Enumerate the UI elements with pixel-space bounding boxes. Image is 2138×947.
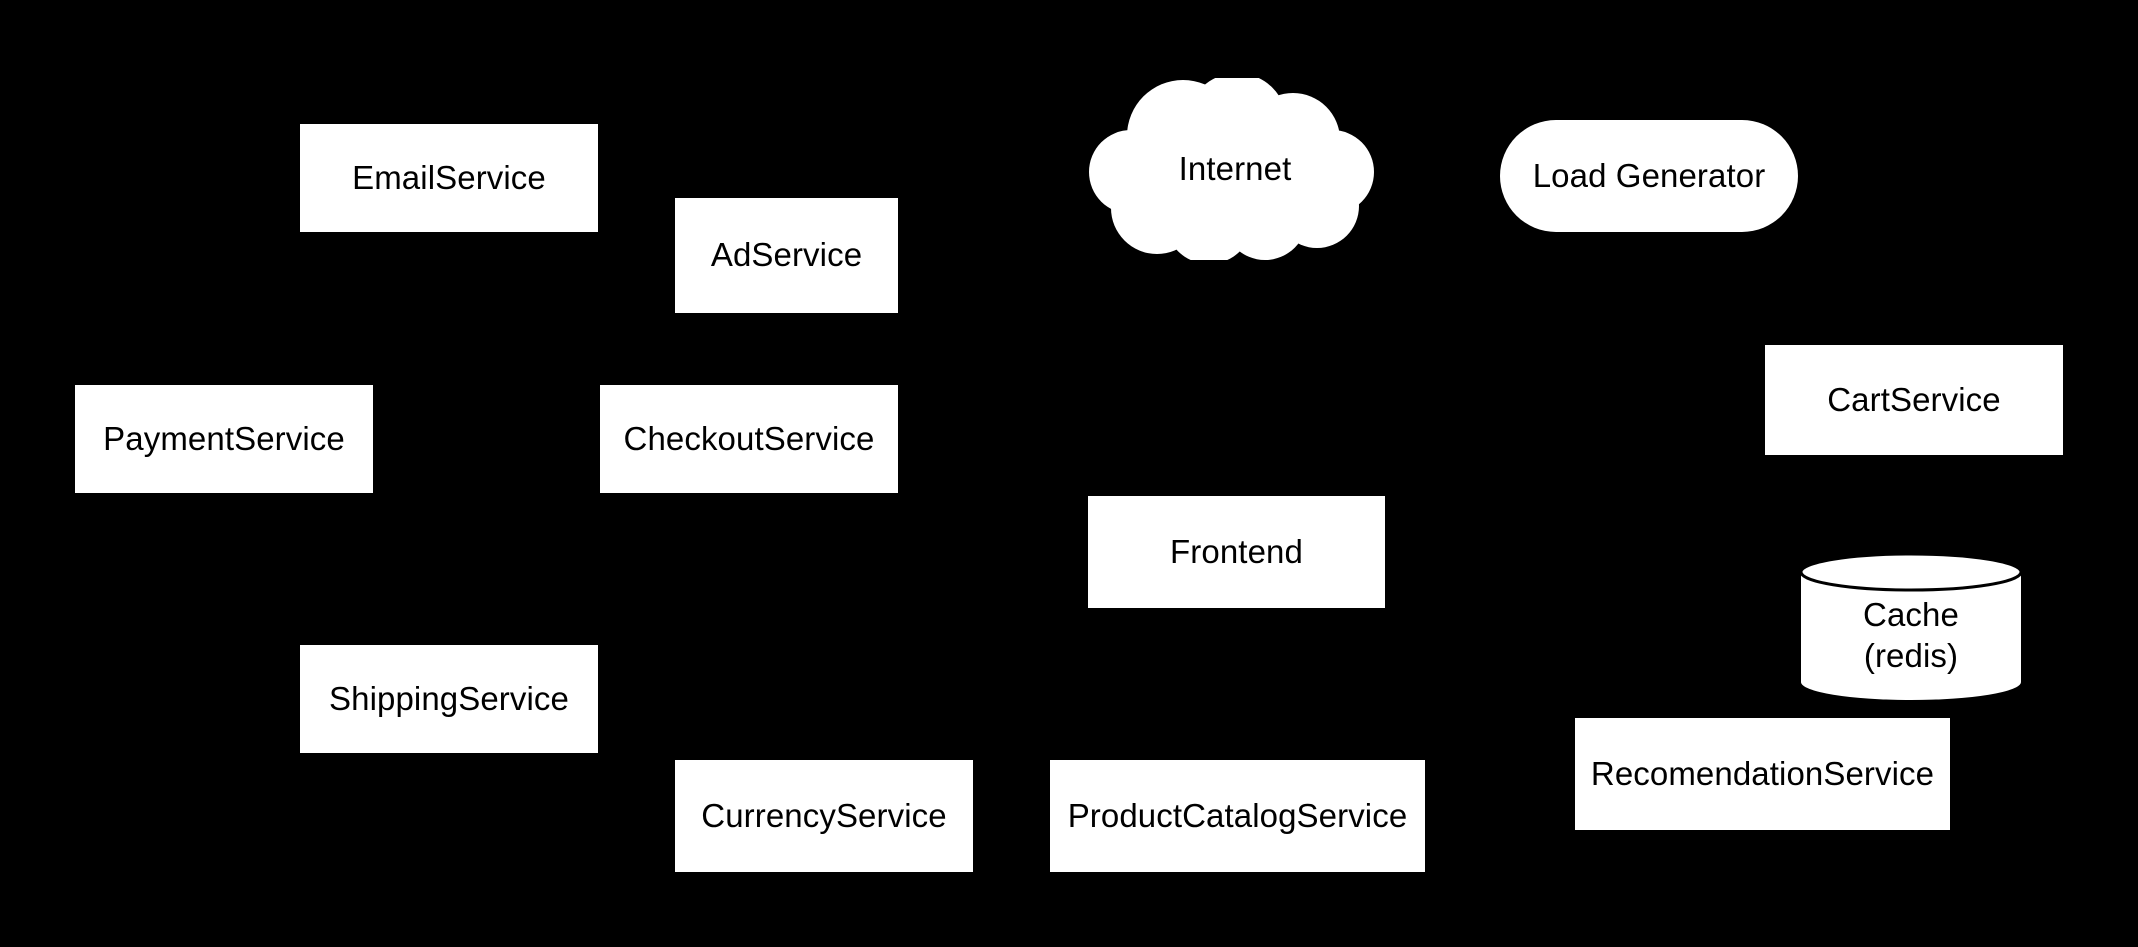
node-product-catalog-service[interactable]: ProductCatalogService — [1050, 760, 1425, 872]
node-checkout-service[interactable]: CheckoutService — [600, 385, 898, 493]
node-label-email-service: EmailService — [352, 158, 546, 196]
node-shipping-service[interactable]: ShippingService — [300, 645, 598, 753]
node-label-cart-service: CartService — [1827, 380, 2001, 418]
cloud-shape — [1089, 78, 1374, 260]
node-load-generator[interactable]: Load Generator — [1500, 120, 1798, 232]
node-label-checkout-service: CheckoutService — [623, 419, 875, 457]
node-label-payment-service: PaymentService — [103, 419, 345, 457]
cylinder-shape — [1800, 553, 2022, 700]
node-label-frontend: Frontend — [1170, 532, 1303, 570]
node-label-recomendation-service: RecomendationService — [1590, 754, 1935, 792]
node-label-load-generator: Load Generator — [1532, 156, 1766, 194]
node-label-shipping-service: ShippingService — [329, 679, 569, 717]
node-email-service[interactable]: EmailService — [300, 124, 598, 232]
node-frontend[interactable]: Frontend — [1088, 496, 1385, 608]
node-recomendation-service[interactable]: RecomendationService — [1575, 718, 1950, 830]
node-cache-redis[interactable]: Cache (redis) — [1800, 553, 2022, 700]
node-label-currency-service: CurrencyService — [701, 796, 947, 834]
node-ad-service[interactable]: AdService — [675, 198, 898, 313]
node-internet[interactable]: Internet — [1085, 78, 1385, 260]
node-currency-service[interactable]: CurrencyService — [675, 760, 973, 872]
node-label-ad-service: AdService — [710, 236, 863, 274]
node-label-product-catalog-service: ProductCatalogService — [1067, 796, 1408, 834]
node-payment-service[interactable]: PaymentService — [75, 385, 373, 493]
node-cart-service[interactable]: CartService — [1765, 345, 2063, 455]
